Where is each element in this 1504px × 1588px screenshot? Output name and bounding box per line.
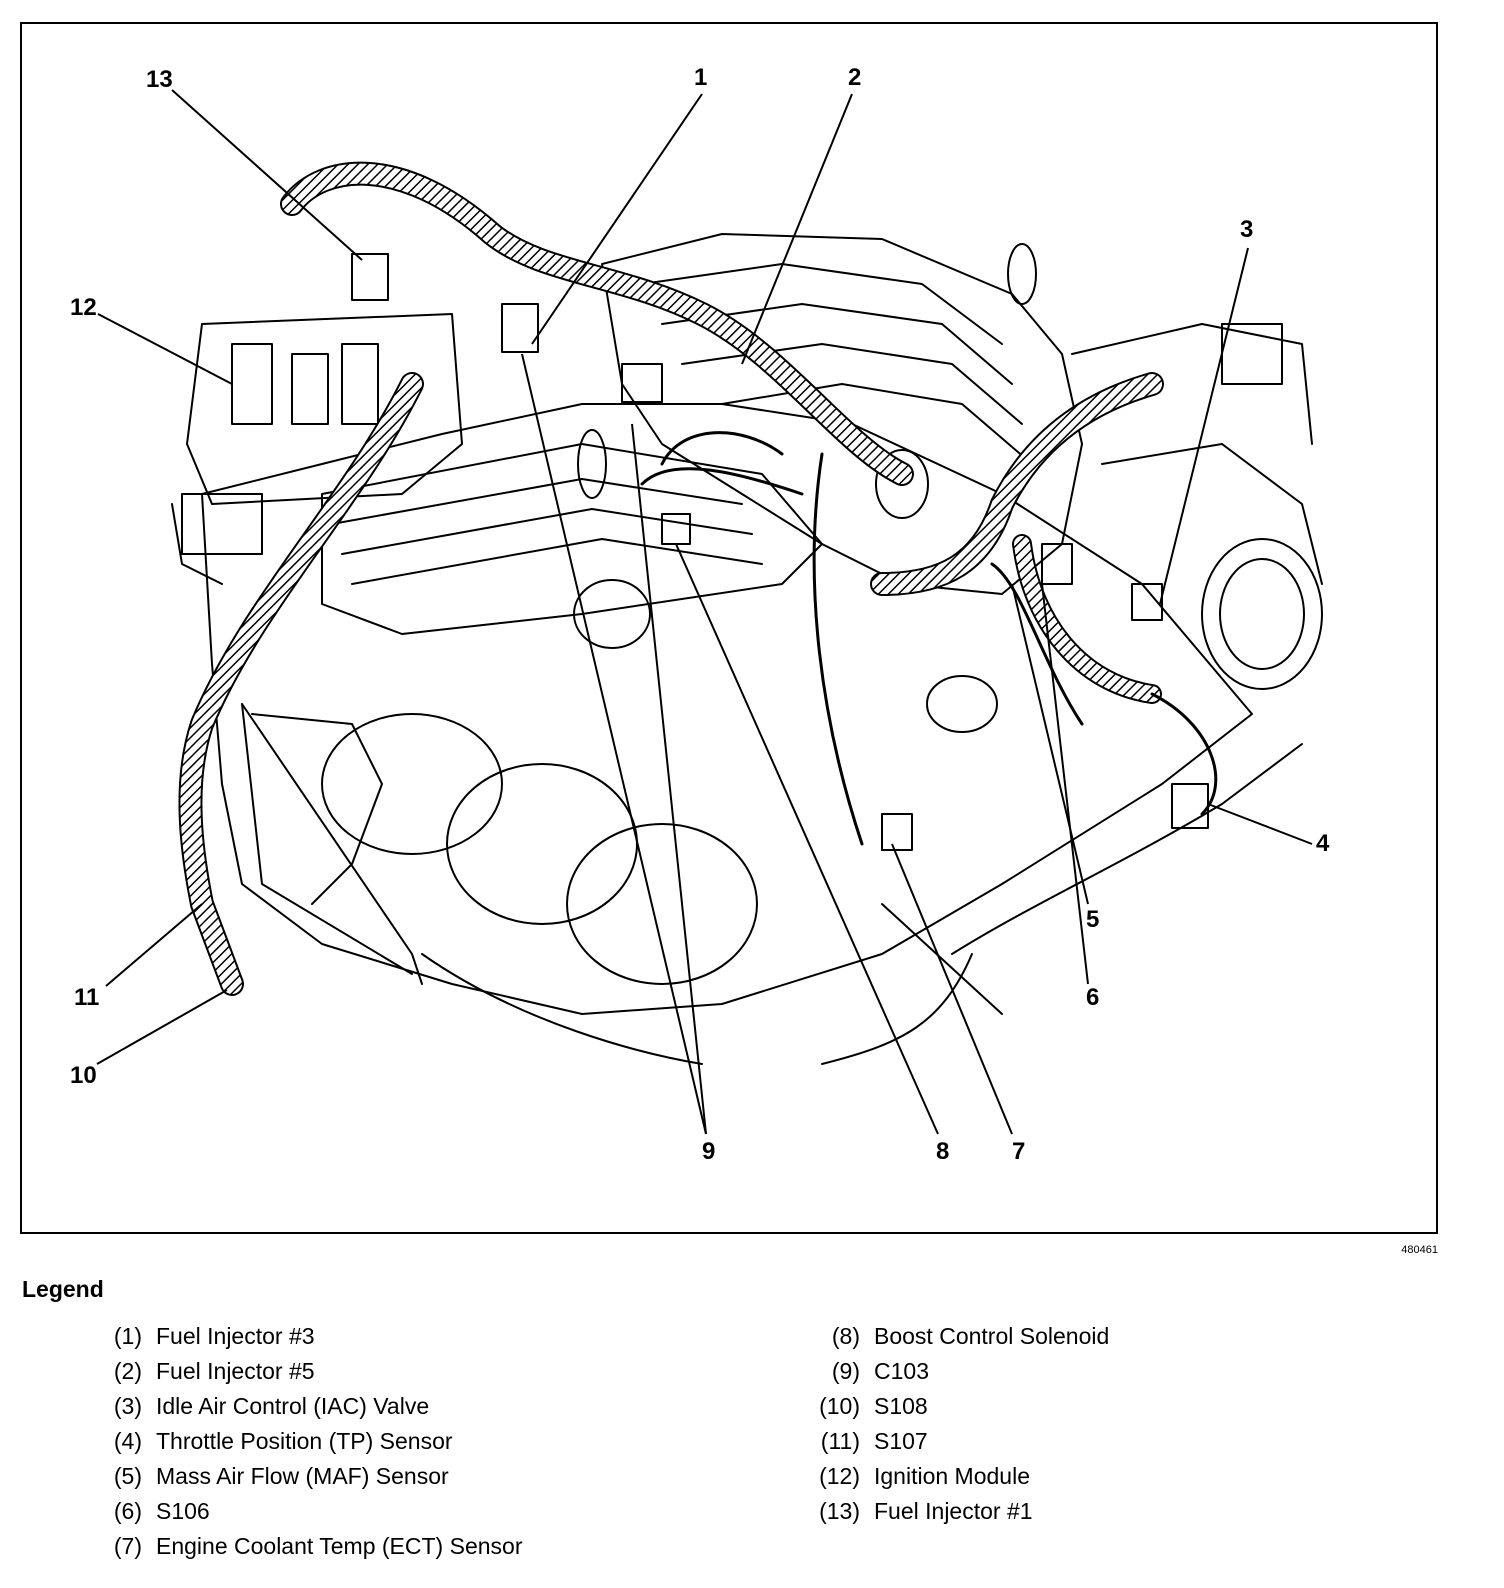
legend-item: (6) S106 <box>86 1498 522 1533</box>
callout-12: 12 <box>70 294 97 321</box>
legend-number: (3) <box>113 1393 142 1419</box>
legend-item: (8) Boost Control Solenoid <box>810 1323 1109 1358</box>
callout-7: 7 <box>1012 1138 1026 1165</box>
callout-1: 1 <box>694 64 708 91</box>
legend-item: (9) C103 <box>810 1358 1109 1393</box>
diagram-frame: 1 2 3 4 5 6 7 8 9 10 11 12 13 <box>20 22 1438 1234</box>
callout-3: 3 <box>1240 216 1254 243</box>
legend-label: S106 <box>156 1498 210 1524</box>
legend-number: (8) <box>831 1323 860 1349</box>
legend-item: (11) S107 <box>810 1428 1109 1463</box>
engine-block <box>201 403 1253 1015</box>
throttle-body <box>1201 538 1323 690</box>
connector-c103 <box>621 363 663 403</box>
legend-number: (9) <box>831 1358 860 1384</box>
callout-8: 8 <box>936 1138 950 1165</box>
legend-item: (7) Engine Coolant Temp (ECT) Sensor <box>86 1533 523 1568</box>
legend-item: (5) Mass Air Flow (MAF) Sensor <box>86 1463 522 1498</box>
legend-number: (2) <box>113 1358 142 1384</box>
callout-2: 2 <box>848 64 862 91</box>
legend-label: S108 <box>874 1393 928 1419</box>
callout-11: 11 <box>74 984 100 1011</box>
callout-4: 4 <box>1316 830 1330 857</box>
valve-cover <box>321 443 823 635</box>
legend-item: (10) S108 <box>810 1393 1109 1428</box>
legend-label: Mass Air Flow (MAF) Sensor <box>156 1463 449 1489</box>
exhaust-manifold <box>251 713 383 905</box>
callout-9: 9 <box>702 1138 716 1165</box>
legend-right-column: (8) Boost Control Solenoid (9) C103 (10) S1… <box>810 1323 1109 1533</box>
legend-item: (12) Ignition Module <box>810 1463 1109 1498</box>
legend-item: (1) Fuel Injector #3 <box>86 1323 522 1358</box>
legend-label: Boost Control Solenoid <box>874 1323 1110 1349</box>
legend-number: (12) <box>819 1463 860 1489</box>
legend-number: (6) <box>113 1498 142 1524</box>
legend-label: Throttle Position (TP) Sensor <box>156 1428 453 1454</box>
legend-number: (11) <box>820 1428 860 1454</box>
legend-left-column: (1)Fuel Injector #3 (2)Fuel Injector #5 … <box>86 1323 523 1568</box>
legend-item: (13) Fuel Injector #1 <box>810 1498 1109 1533</box>
legend-label: S107 <box>874 1428 928 1454</box>
legend-label: Fuel Injector #3 <box>156 1323 315 1349</box>
legend-number: (13) <box>819 1498 860 1524</box>
legend-number: (7) <box>113 1533 142 1559</box>
callout-10: 10 <box>70 1062 97 1089</box>
legend-label: Fuel Injector #5 <box>156 1358 315 1384</box>
legend-label: Engine Coolant Temp (ECT) Sensor <box>156 1533 523 1559</box>
engine-illustration <box>96 89 1323 1135</box>
callout-6: 6 <box>1086 984 1100 1011</box>
legend-label: Fuel Injector #1 <box>874 1498 1033 1524</box>
figure-id: 480461 <box>1401 1244 1438 1256</box>
legend-number: (4) <box>113 1428 142 1454</box>
legend-label: C103 <box>874 1358 929 1384</box>
legend-label: Ignition Module <box>874 1463 1030 1489</box>
callout-13: 13 <box>146 66 173 93</box>
legend-number: (1) <box>113 1323 142 1349</box>
legend-item: (2) Fuel Injector #5 <box>86 1358 522 1393</box>
legend-item: (3) Idle Air Control (IAC) Valve <box>86 1393 522 1428</box>
ignition-module <box>186 313 463 505</box>
legend-number: (5) <box>113 1463 142 1489</box>
legend-number: (10) <box>819 1393 860 1419</box>
legend-label: Idle Air Control (IAC) Valve <box>156 1393 430 1419</box>
legend-item: (4) Throttle Position (TP) Sensor <box>86 1428 522 1463</box>
callout-5: 5 <box>1086 906 1100 933</box>
legend-title: Legend <box>22 1276 104 1302</box>
